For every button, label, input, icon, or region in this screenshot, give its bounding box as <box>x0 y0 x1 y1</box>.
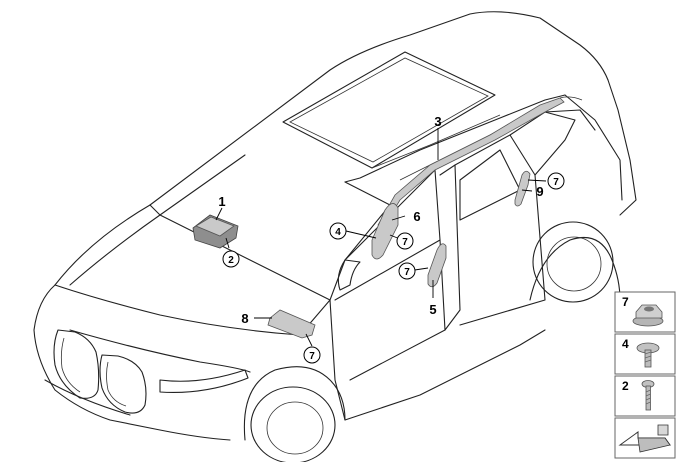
callout-3: 3 <box>434 114 441 129</box>
callouts: 1 2 3 4 5 6 7 7 8 7 9 7 <box>218 114 565 364</box>
bolt-icon <box>641 380 655 411</box>
curtain-airbag-part <box>377 96 583 229</box>
callout-7-knee: 7 <box>309 351 315 362</box>
callout-circle <box>398 262 416 280</box>
vehicle-outline <box>33 11 637 462</box>
legend-label-4: 4 <box>622 337 629 351</box>
fastener-legend: 7 4 2 <box>614 291 676 459</box>
callout-circle <box>396 232 414 250</box>
callout-circle <box>303 346 321 364</box>
legend-label-7: 7 <box>622 295 629 309</box>
legend-label-2: 2 <box>622 379 629 393</box>
knee-airbag-part <box>267 309 316 339</box>
hex-flange-nut-icon <box>632 304 664 327</box>
callout-7-door: 7 <box>404 267 410 278</box>
pan-head-screw-icon <box>636 342 660 368</box>
callout-9: 9 <box>536 184 543 199</box>
rear-side-airbag-part <box>514 170 531 207</box>
callout-7-seat: 7 <box>402 237 408 248</box>
callout-circle <box>547 172 565 190</box>
callout-circle <box>222 250 240 268</box>
seat-airbag-part <box>371 203 399 260</box>
callout-7-rear: 7 <box>553 177 559 188</box>
callout-1: 1 <box>218 194 225 209</box>
side-airbag-part <box>427 243 447 288</box>
callout-6: 6 <box>413 209 420 224</box>
direction-arrow-icon <box>618 424 671 453</box>
callout-circle <box>329 222 347 240</box>
callout-2: 2 <box>228 255 234 266</box>
callout-4: 4 <box>335 227 341 238</box>
callout-5: 5 <box>429 302 436 317</box>
passenger-airbag-part <box>192 214 239 249</box>
callout-8: 8 <box>241 311 248 326</box>
